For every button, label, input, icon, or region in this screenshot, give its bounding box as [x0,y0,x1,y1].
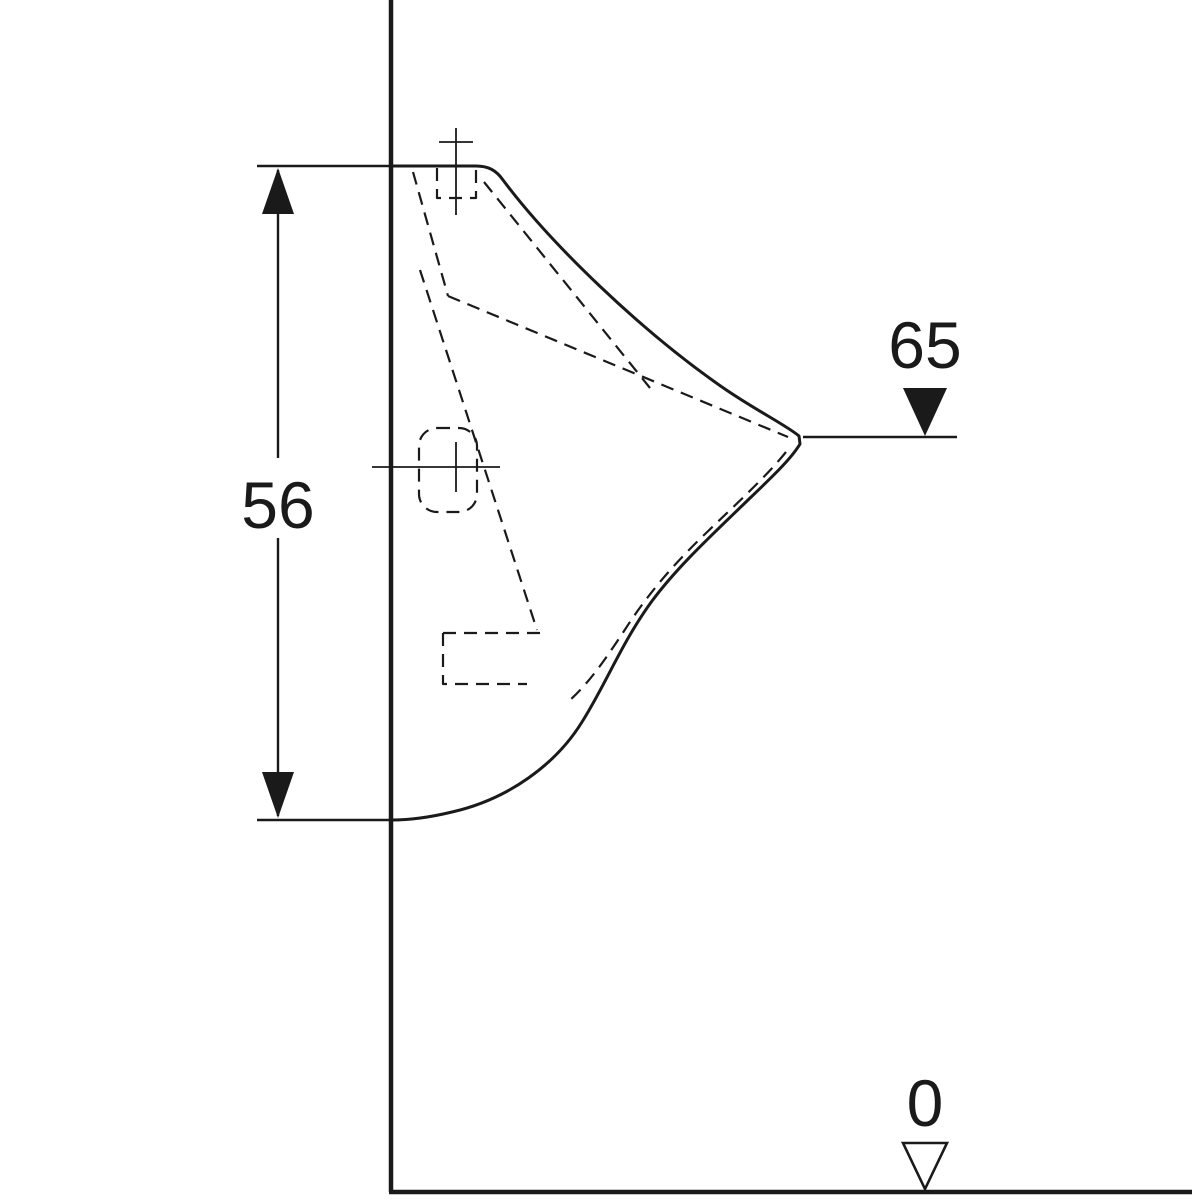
dim56-label: 56 [241,468,314,542]
trap-outlet-hidden-lines [441,631,542,686]
inner-front-hidden-curve [569,451,787,701]
inner-rim-hidden-line [447,294,789,439]
dim56-text-mask [234,458,322,538]
dim65-label: 65 [888,308,961,382]
dim0-level-triangle-icon [900,1141,950,1193]
mounting-hole-hidden-rect [417,426,479,514]
dim0-label: 0 [907,1066,944,1140]
trap-hidden-diagonal [418,269,539,631]
dim56-arrow-up-icon [262,168,294,214]
urinal-outline [390,164,802,822]
dim56-arrow-down-icon [262,772,294,818]
dim65-level-triangle-icon [903,388,947,436]
inner-back-hidden-line [411,171,450,297]
inner-bowl-hidden-line [483,181,651,389]
